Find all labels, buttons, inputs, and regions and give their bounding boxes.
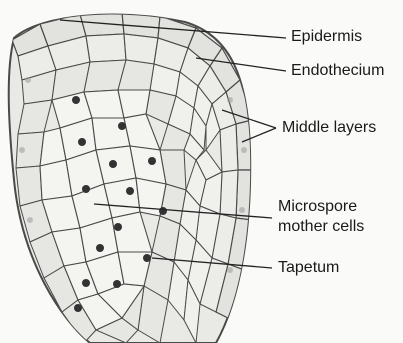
label-endothecium: Endothecium [291,62,384,80]
label-microspore-line2: mother cells [278,218,364,236]
label-microspore-line1: Microspore [278,198,357,216]
label-epidermis: Epidermis [291,28,362,46]
label-tapetum: Tapetum [278,259,339,277]
label-middle-layers: Middle layers [282,119,376,137]
